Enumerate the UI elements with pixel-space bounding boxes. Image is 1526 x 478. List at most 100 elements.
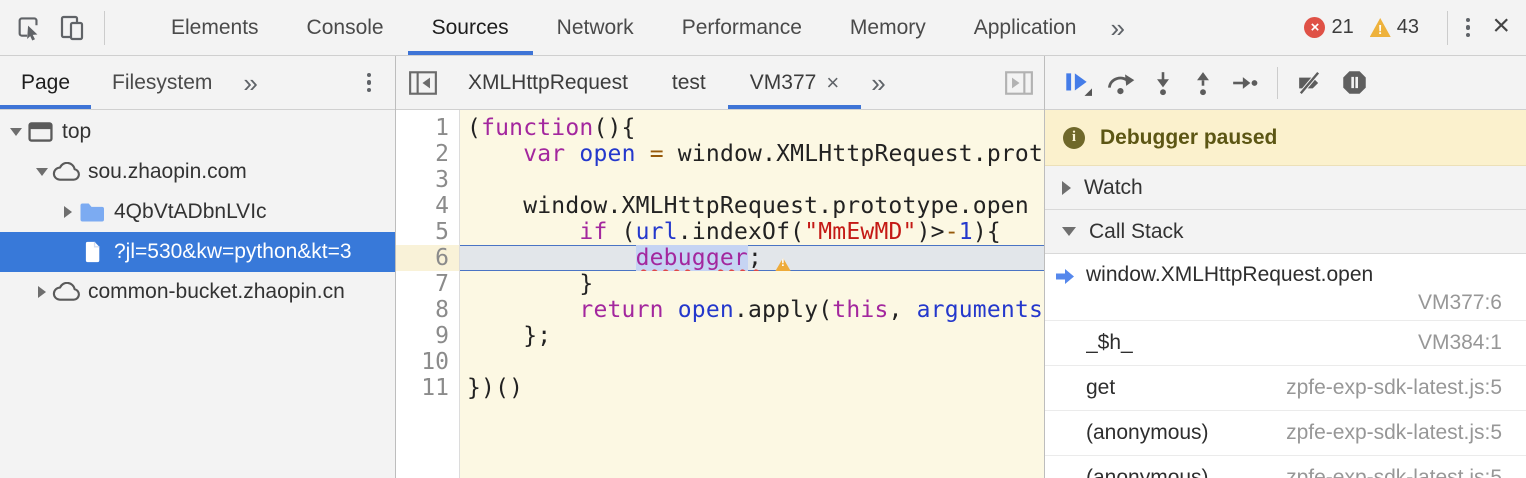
code-content[interactable]: (function(){ var open = window.XMLHttpRe… bbox=[460, 110, 1044, 478]
code-token: ); bbox=[1043, 297, 1044, 323]
line-number[interactable]: 3 bbox=[435, 167, 449, 193]
tree-item[interactable]: sou.zhaopin.com bbox=[0, 152, 395, 192]
editor-tab-test[interactable]: test bbox=[650, 56, 728, 109]
tree-item-label: ?jl=530&kw=python&kt=3 bbox=[114, 240, 352, 263]
step-over-icon[interactable] bbox=[1099, 63, 1143, 103]
frame-location[interactable]: VM384:1 bbox=[1417, 331, 1502, 354]
expand-arrow-icon[interactable] bbox=[60, 206, 76, 218]
devtools-main-toolbar: Elements Console Sources Network Performance… bbox=[0, 0, 1526, 56]
editor-tab-vm377[interactable]: VM377× bbox=[727, 56, 862, 109]
more-tabs-icon[interactable]: » bbox=[1110, 12, 1125, 43]
call-stack-frame[interactable]: (anonymous)zpfe-exp-sdk-latest.js:5 bbox=[1045, 456, 1526, 478]
collapse-arrow-icon[interactable] bbox=[1062, 180, 1071, 195]
code-line[interactable]: }; bbox=[460, 323, 1044, 349]
line-number[interactable]: 7 bbox=[435, 271, 449, 297]
code-line[interactable]: debugger;! bbox=[460, 245, 1044, 271]
tab-performance[interactable]: Performance bbox=[681, 15, 802, 39]
tree-item[interactable]: ?jl=530&kw=python&kt=3 bbox=[0, 232, 395, 272]
call-stack-frame[interactable]: (anonymous)zpfe-exp-sdk-latest.js:5 bbox=[1045, 411, 1526, 456]
line-number[interactable]: 5 bbox=[435, 219, 449, 245]
line-number[interactable]: 2 bbox=[435, 141, 449, 167]
editor-tab-xmlhttprequest[interactable]: XMLHttpRequest bbox=[446, 56, 650, 109]
code-line[interactable]: (function(){ bbox=[460, 115, 1044, 141]
code-line[interactable]: window.XMLHttpRequest.prototype.open = f… bbox=[460, 193, 1044, 219]
code-line[interactable]: if (url.indexOf("MmEwMD")>-1){ bbox=[460, 219, 1044, 245]
tab-elements[interactable]: Elements bbox=[171, 15, 259, 39]
section-call-stack[interactable]: Call Stack bbox=[1045, 210, 1526, 254]
more-editor-tabs-icon[interactable]: » bbox=[871, 67, 886, 98]
code-line[interactable] bbox=[460, 167, 1044, 193]
pause-on-exceptions-icon[interactable] bbox=[1332, 63, 1376, 103]
step-icon[interactable] bbox=[1223, 63, 1267, 103]
line-number[interactable]: 11 bbox=[421, 375, 449, 401]
code-token: (){ bbox=[593, 115, 636, 141]
frame-location[interactable]: zpfe-exp-sdk-latest.js:5 bbox=[1286, 466, 1502, 478]
console-status-badges[interactable]: × 21 ! 43 bbox=[1304, 16, 1429, 39]
editor-tab-bar: XMLHttpRequest test VM377× » bbox=[396, 56, 1044, 110]
hide-navigator-icon[interactable] bbox=[406, 66, 440, 100]
step-out-icon[interactable] bbox=[1183, 63, 1223, 103]
code-token: - bbox=[944, 219, 959, 245]
tab-sources[interactable]: Sources bbox=[407, 0, 533, 55]
code-token: window.XMLHttpRequest.prototype.open; bbox=[677, 141, 1044, 167]
more-navigator-tabs-icon[interactable]: » bbox=[243, 67, 258, 98]
collapse-arrow-icon[interactable] bbox=[34, 168, 50, 176]
code-line[interactable] bbox=[460, 349, 1044, 375]
device-toolbar-icon[interactable] bbox=[56, 11, 90, 45]
code-token: var bbox=[523, 141, 566, 167]
step-into-icon[interactable] bbox=[1143, 63, 1183, 103]
navigator-sidebar: Page Filesystem » top sou.zhaopin.com 4QbV… bbox=[0, 56, 396, 478]
code-token: url bbox=[635, 219, 678, 245]
expand-arrow-icon[interactable] bbox=[34, 286, 50, 298]
tab-filesystem[interactable]: Filesystem bbox=[112, 70, 213, 94]
frame-location[interactable]: VM377:6 bbox=[1417, 291, 1502, 314]
editor-tab-label: test bbox=[671, 70, 706, 94]
line-number[interactable]: 4 bbox=[435, 193, 449, 219]
line-number[interactable]: 9 bbox=[435, 323, 449, 349]
tab-page[interactable]: Page bbox=[0, 56, 92, 109]
frame-name: window.XMLHttpRequest.open bbox=[1086, 263, 1374, 286]
tab-console[interactable]: Console bbox=[306, 15, 384, 39]
code-token bbox=[467, 219, 579, 245]
tree-item[interactable]: common-bucket.zhaopin.cn bbox=[0, 272, 395, 312]
code-line[interactable]: })() bbox=[460, 375, 1044, 401]
tab-network[interactable]: Network bbox=[556, 15, 634, 39]
code-line[interactable]: } bbox=[460, 271, 1044, 297]
resume-icon[interactable] bbox=[1055, 63, 1099, 103]
inspect-icon[interactable] bbox=[12, 11, 46, 45]
line-number[interactable]: 1 bbox=[435, 115, 449, 141]
tree-item-label: top bbox=[62, 120, 92, 143]
code-token: = bbox=[649, 141, 664, 167]
navigator-menu-kebab-icon[interactable] bbox=[351, 72, 388, 93]
debugger-sidebar: i Debugger paused Watch Call Stack windo… bbox=[1044, 56, 1526, 478]
tab-application[interactable]: Application bbox=[973, 15, 1077, 39]
menu-kebab-icon[interactable] bbox=[1450, 17, 1487, 38]
line-number[interactable]: 8 bbox=[435, 297, 449, 323]
close-tab-icon[interactable]: × bbox=[826, 69, 840, 95]
tab-memory[interactable]: Memory bbox=[849, 15, 926, 39]
tree-item[interactable]: 4QbVtADbnLVIc bbox=[0, 192, 395, 232]
section-watch[interactable]: Watch bbox=[1045, 166, 1526, 210]
deactivate-breakpoints-icon[interactable] bbox=[1288, 63, 1332, 103]
warning-icon: ! bbox=[1369, 18, 1391, 37]
folder-icon bbox=[76, 202, 108, 223]
tree-item[interactable]: top bbox=[0, 112, 395, 152]
code-line[interactable]: return open.apply(this, arguments); bbox=[460, 297, 1044, 323]
expand-arrow-icon[interactable] bbox=[1062, 227, 1076, 236]
line-number[interactable]: 6 bbox=[396, 245, 459, 271]
tree-item-label: sou.zhaopin.com bbox=[88, 160, 247, 183]
collapse-arrow-icon[interactable] bbox=[8, 128, 24, 136]
call-stack-frame[interactable]: _$h_VM384:1 bbox=[1045, 321, 1526, 366]
code-token: open bbox=[677, 297, 734, 323]
frame-location[interactable]: zpfe-exp-sdk-latest.js:5 bbox=[1286, 376, 1502, 399]
close-icon[interactable]: × bbox=[1492, 8, 1510, 42]
code-line[interactable]: var open = window.XMLHttpRequest.prototy… bbox=[460, 141, 1044, 167]
code-token bbox=[565, 141, 579, 167]
frame-location[interactable]: zpfe-exp-sdk-latest.js:5 bbox=[1286, 421, 1502, 444]
show-debugger-sidebar-icon[interactable] bbox=[1002, 66, 1036, 100]
line-number[interactable]: 10 bbox=[421, 349, 449, 375]
code-token: , bbox=[888, 297, 917, 323]
